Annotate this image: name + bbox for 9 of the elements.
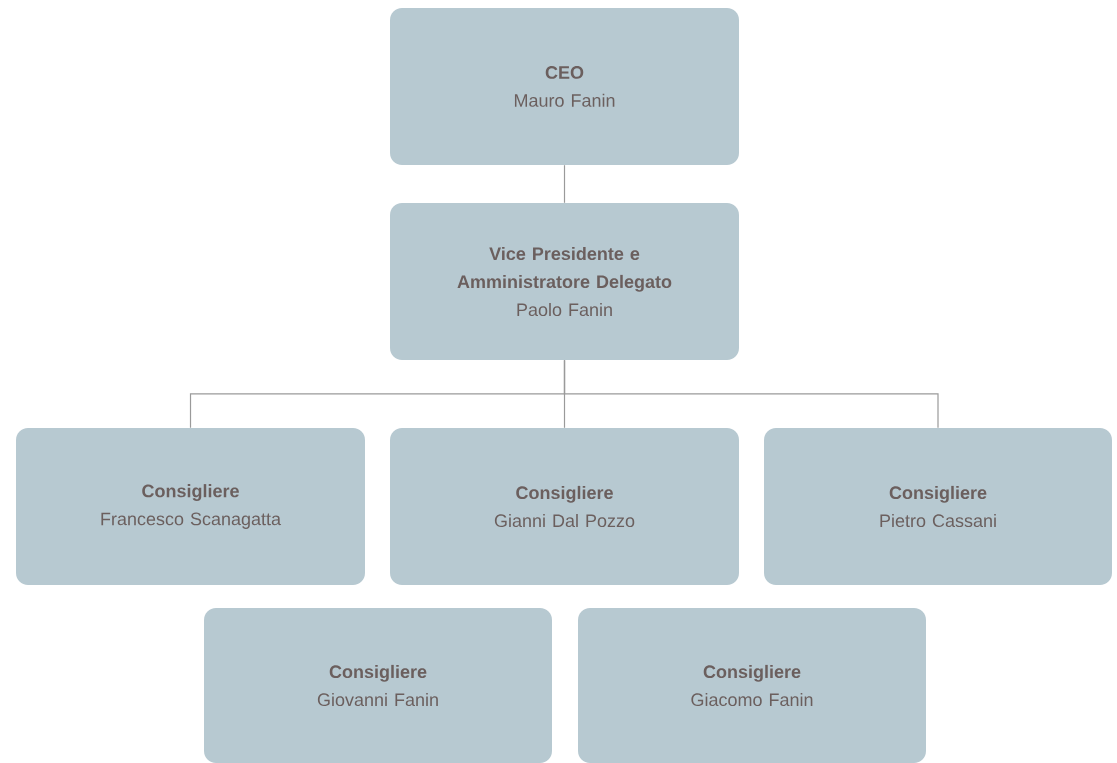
org-box: Consigliere Giovanni Fanin (204, 608, 552, 763)
org-box: Vice Presidente e Amministratore Delegato Paolo Fanin (390, 203, 739, 360)
org-box: Consigliere Giacomo Fanin (578, 608, 926, 763)
org-box: Consigliere Francesco Scanagatta (16, 428, 365, 585)
connector-line (563, 359, 939, 429)
connector-line (563, 164, 566, 204)
org-box: Consigliere Pietro Cassani (764, 428, 1112, 585)
org-box: CEO Mauro Fanin (390, 8, 739, 165)
org-box: Consigliere Gianni Dal Pozzo (390, 428, 739, 585)
